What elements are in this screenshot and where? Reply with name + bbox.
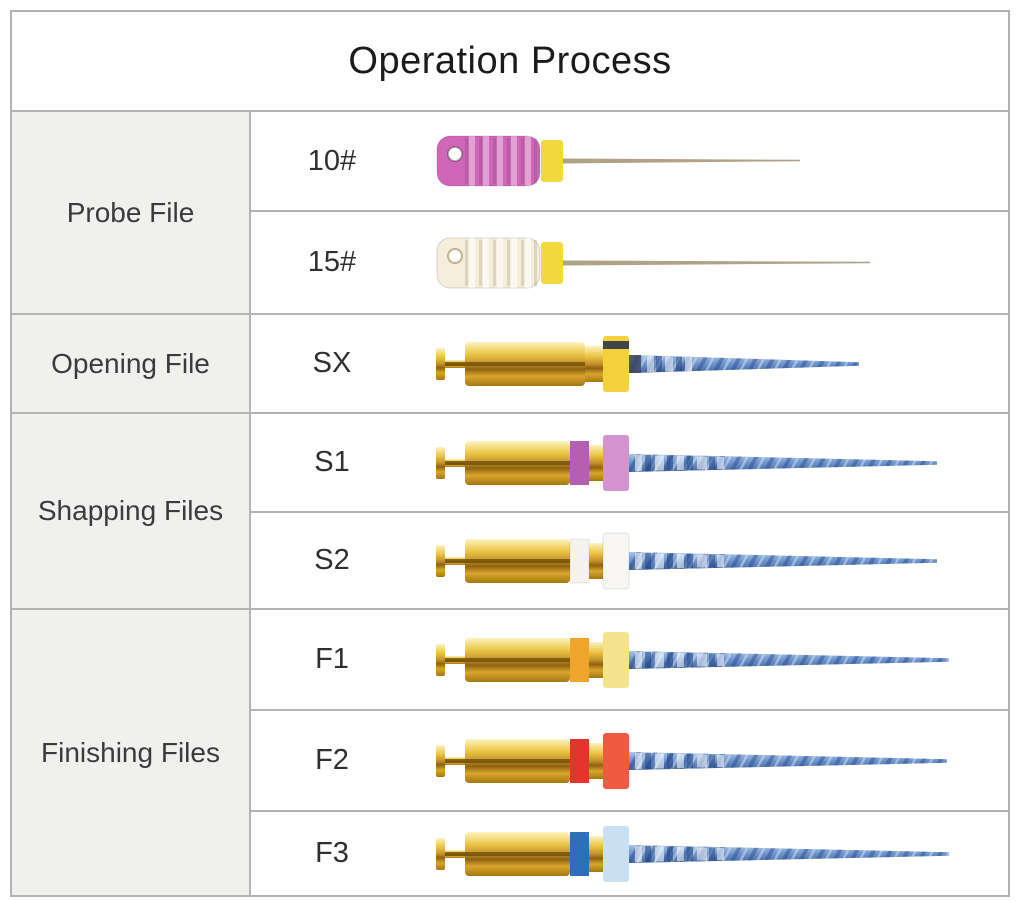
- file-code: F1: [315, 643, 349, 675]
- file-code: SX: [312, 347, 352, 379]
- stopper: [603, 825, 629, 882]
- stopper: [603, 631, 629, 688]
- file-illustration-10-icon: [436, 135, 800, 187]
- file-wire: [563, 158, 800, 164]
- file-illustration-s1-icon: [436, 434, 937, 491]
- file-stopper: [541, 241, 563, 284]
- handle-hole: [447, 247, 463, 264]
- rotary-shank: [436, 341, 603, 386]
- operation-process-table: Operation Process Probe File Opening Fil…: [10, 10, 1010, 897]
- id-ring: [570, 738, 589, 783]
- rotary-shank: [436, 831, 570, 876]
- rotary-shank: [436, 440, 570, 485]
- stopper-band: [603, 340, 629, 349]
- id-ring: [570, 831, 589, 876]
- table-row-f1: F1: [251, 610, 1008, 709]
- file-illustration-sx-icon: [436, 335, 859, 392]
- page-title: Operation Process: [12, 12, 1008, 110]
- rotary-shank: [436, 637, 570, 682]
- file-illustration-15-icon: [436, 237, 870, 288]
- group-label-probe-file: Probe File: [12, 112, 249, 313]
- file-code: S2: [314, 544, 350, 576]
- stopper: [603, 434, 629, 491]
- group-label-shapping-files: Shapping Files: [12, 414, 249, 608]
- group-label-opening-file: Opening File: [12, 315, 249, 412]
- table-row-f2: F2: [251, 711, 1008, 810]
- table-row-15: 15#: [251, 212, 1008, 313]
- file-illustration-s2-icon: [436, 532, 937, 589]
- blue-shaft: [629, 453, 937, 472]
- stopper: [602, 532, 630, 589]
- id-ring: [570, 440, 589, 485]
- blue-shaft: [629, 354, 859, 373]
- file-code: S1: [314, 446, 350, 478]
- file-code: 15#: [307, 246, 357, 278]
- file-code: 10#: [307, 144, 357, 177]
- file-stopper: [541, 140, 563, 182]
- table-row-10: 10#: [251, 112, 1008, 210]
- table-row-sx: SX: [251, 315, 1008, 412]
- table-row-s2: S2: [251, 513, 1008, 608]
- rotary-shank: [436, 538, 570, 583]
- file-illustration-f1-icon: [436, 631, 949, 688]
- stopper: [603, 335, 629, 392]
- blue-shaft: [629, 551, 937, 570]
- file-wire: [563, 260, 870, 265]
- group-label-finishing-files: Finishing Files: [12, 610, 249, 895]
- blue-shaft: [629, 844, 949, 863]
- table-row-f3: F3: [251, 812, 1008, 895]
- file-code: F3: [315, 837, 349, 869]
- table-row-s1: S1: [251, 414, 1008, 511]
- stopper: [603, 732, 629, 789]
- rotary-shank: [436, 738, 570, 783]
- file-handle: [436, 135, 541, 187]
- file-illustration-f3-icon: [436, 825, 949, 882]
- file-handle: [436, 237, 541, 288]
- handle-hole: [447, 146, 463, 162]
- id-ring: [570, 637, 589, 682]
- blue-shaft: [629, 751, 947, 770]
- file-code: F2: [315, 744, 349, 776]
- id-ring: [569, 538, 590, 583]
- blue-shaft: [629, 650, 949, 669]
- file-illustration-f2-icon: [436, 732, 947, 789]
